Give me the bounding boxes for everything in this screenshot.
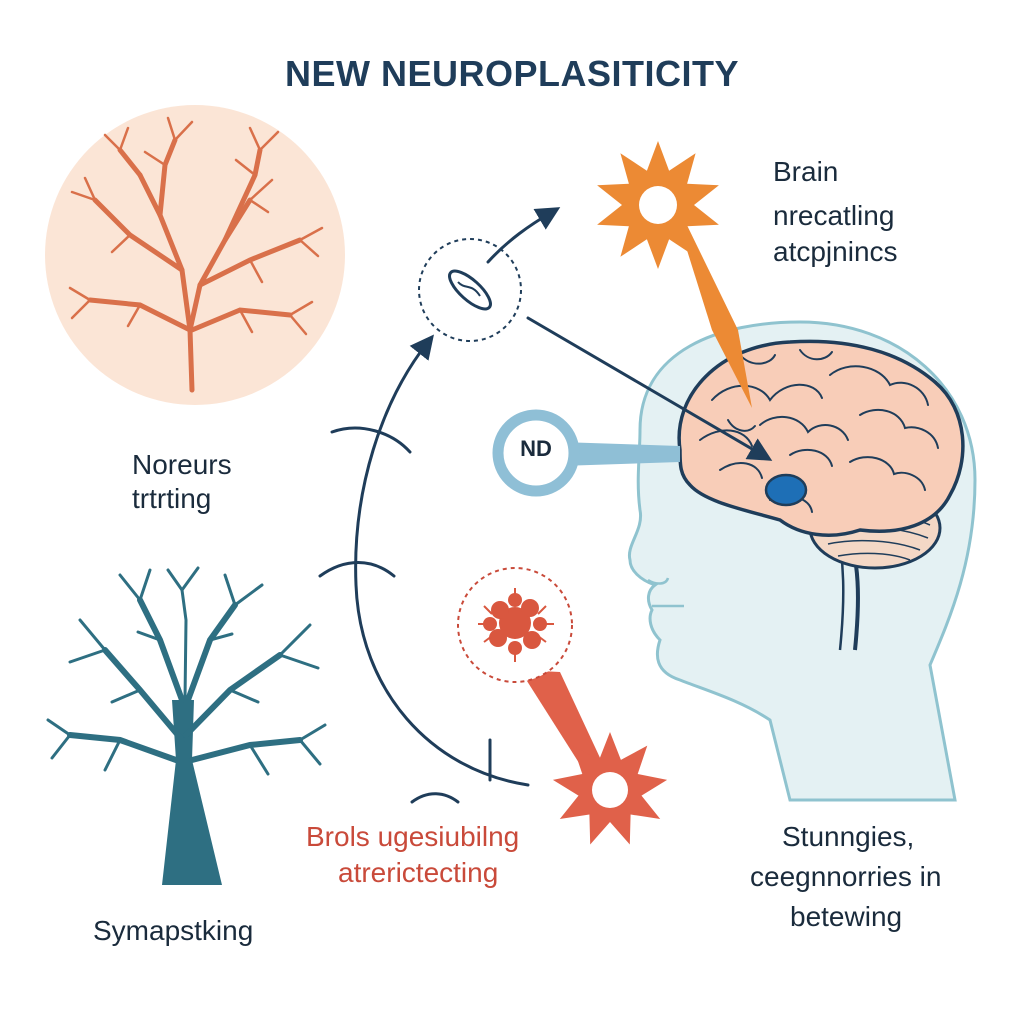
arrow-to-orange-star [486, 207, 561, 264]
orange-star-icon [597, 141, 752, 408]
label-bottom-right-line3: betewing [790, 901, 903, 932]
mitochondria-icon [418, 238, 522, 342]
brain-icon [677, 339, 965, 651]
label-top-right-line1: Brain [773, 156, 839, 187]
neuron-cluster-icon [457, 567, 573, 683]
label-bottom-right-line1: Stunngies, [782, 821, 915, 852]
label-bottom-right-line2: ceegnnorries in [750, 861, 942, 892]
nd-node [492, 409, 680, 497]
nd-badge-label: ND [520, 436, 552, 461]
label-top-right-line3: atcpjnincs [773, 236, 898, 267]
label-bottom-center-line1: Brols ugesiubilng [306, 821, 520, 852]
arc-arrow-to-mitochondria [354, 334, 530, 787]
label-top-left-line2: trtrting [132, 483, 212, 514]
label-top-left-line1: Noreurs [132, 449, 232, 480]
label-top-right-line2: nrecatling [773, 200, 895, 231]
label-bottom-left: Symapstking [93, 915, 254, 946]
tick-mark-lower [318, 561, 396, 578]
orange-tree-icon [45, 105, 345, 405]
teal-tree-icon [46, 566, 327, 885]
tick-mark-upper [330, 426, 412, 454]
label-bottom-center-line2: atrerictecting [338, 857, 499, 888]
tick-mark-bottom-left [410, 792, 460, 804]
arrow-to-brain [526, 316, 773, 461]
red-star-icon [520, 670, 668, 845]
page-title: NEW NEUROPLASITICITY [284, 53, 739, 94]
cycle-arrows [318, 207, 773, 804]
